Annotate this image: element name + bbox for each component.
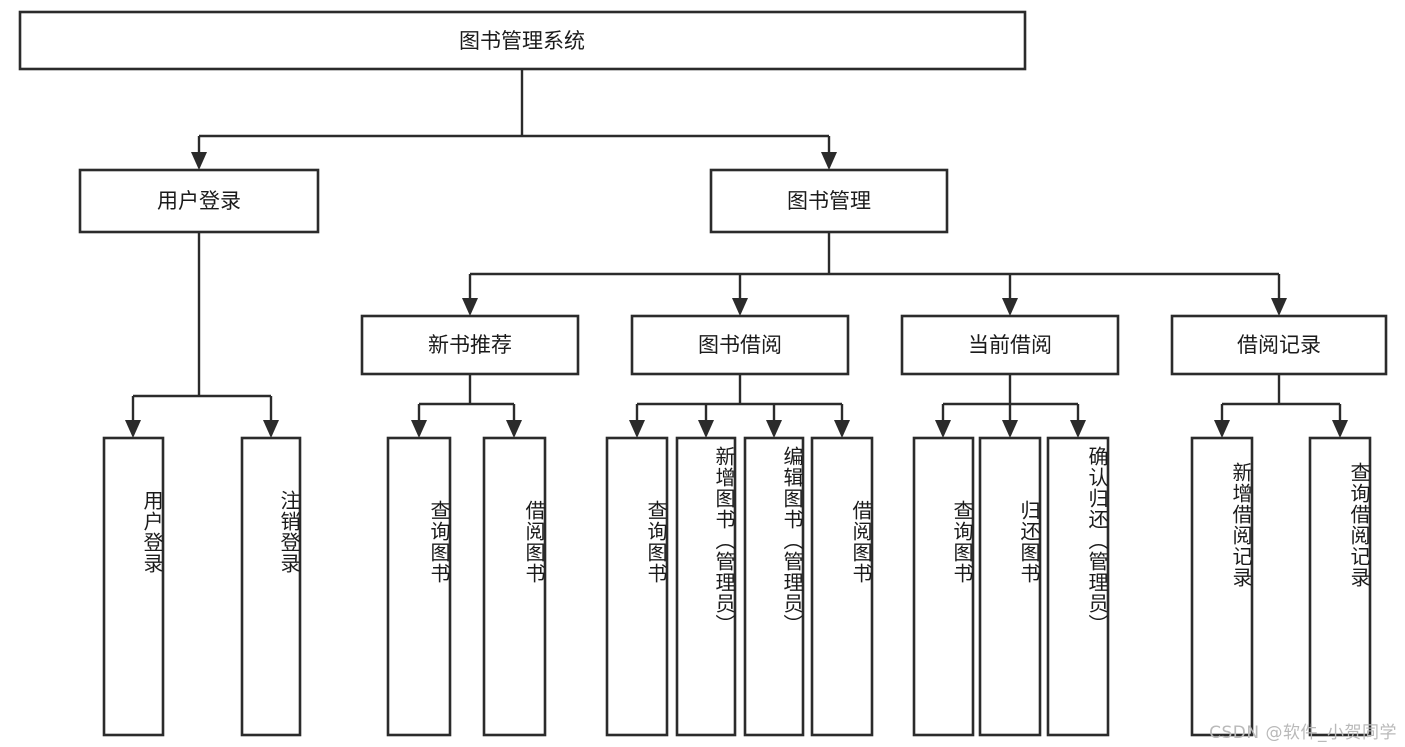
- node-box-leaf-edit-book-admin[interactable]: [743, 436, 805, 737]
- arrow-book-mgmt-c2: [732, 298, 748, 316]
- node-box-borrow-record[interactable]: [1170, 314, 1388, 376]
- node-box-current-borrow[interactable]: [900, 314, 1120, 376]
- arrow-newbook-l1: [411, 420, 427, 438]
- node-box-leaf-return-book[interactable]: [978, 436, 1042, 737]
- node-box-leaf-user-login[interactable]: [102, 436, 165, 737]
- csdn-watermark: CSDN @软件_小贺同学: [1209, 723, 1397, 743]
- arrow-current-l2: [1002, 420, 1018, 438]
- node-label-borrow-record: 借阅记录: [1237, 333, 1321, 357]
- node-box-root[interactable]: [18, 10, 1027, 71]
- node-label-new-book-recommend: 新书推荐: [428, 333, 512, 357]
- node-label-book-management: 图书管理: [787, 189, 871, 213]
- arrow-root-to-book-mgmt: [821, 152, 837, 170]
- arrow-book-mgmt-c4: [1271, 298, 1287, 316]
- node-box-leaf-query-book-borrow[interactable]: [605, 436, 669, 737]
- node-layer: 图书管理系统 用户登录 图书管理 新书推荐 图书借阅 当前借阅 借阅记录: [18, 10, 1388, 737]
- node-box-leaf-add-book-admin[interactable]: [675, 436, 737, 737]
- node-box-leaf-query-book-current[interactable]: [912, 436, 975, 737]
- node-box-leaf-borrow-book[interactable]: [810, 436, 874, 737]
- node-label-user-login: 用户登录: [157, 189, 241, 213]
- node-box-leaf-logout[interactable]: [240, 436, 302, 737]
- arrow-current-l3: [1070, 420, 1086, 438]
- arrow-borrow-l3: [766, 420, 782, 438]
- arrow-root-to-user-login: [191, 152, 207, 170]
- arrow-record-l1: [1214, 420, 1230, 438]
- arrow-borrow-l1: [629, 420, 645, 438]
- arrow-newbook-l2: [506, 420, 522, 438]
- node-box-leaf-query-book-rec[interactable]: [386, 436, 452, 737]
- arrow-current-l1: [935, 420, 951, 438]
- node-box-new-book-recommend[interactable]: [360, 314, 580, 376]
- node-box-leaf-confirm-return-admin[interactable]: [1046, 436, 1110, 737]
- arrow-user-login-l2: [263, 420, 279, 438]
- node-box-leaf-add-borrow-record[interactable]: [1190, 436, 1254, 737]
- node-box-user-login[interactable]: [78, 168, 320, 234]
- node-box-leaf-query-borrow-record[interactable]: [1308, 436, 1372, 737]
- arrow-book-mgmt-c3: [1002, 298, 1018, 316]
- arrow-user-login-l1: [125, 420, 141, 438]
- node-box-book-borrow[interactable]: [630, 314, 850, 376]
- arrow-record-l2: [1332, 420, 1348, 438]
- edge-layer: [125, 69, 1348, 438]
- node-label-book-borrow: 图书借阅: [698, 333, 782, 357]
- node-label-current-borrow: 当前借阅: [968, 333, 1052, 357]
- arrow-borrow-l2: [698, 420, 714, 438]
- node-label-root: 图书管理系统: [459, 29, 585, 53]
- arrow-book-mgmt-c1: [462, 298, 478, 316]
- arrow-borrow-l4: [834, 420, 850, 438]
- node-box-leaf-borrow-book-rec[interactable]: [482, 436, 547, 737]
- node-box-book-management[interactable]: [709, 168, 949, 234]
